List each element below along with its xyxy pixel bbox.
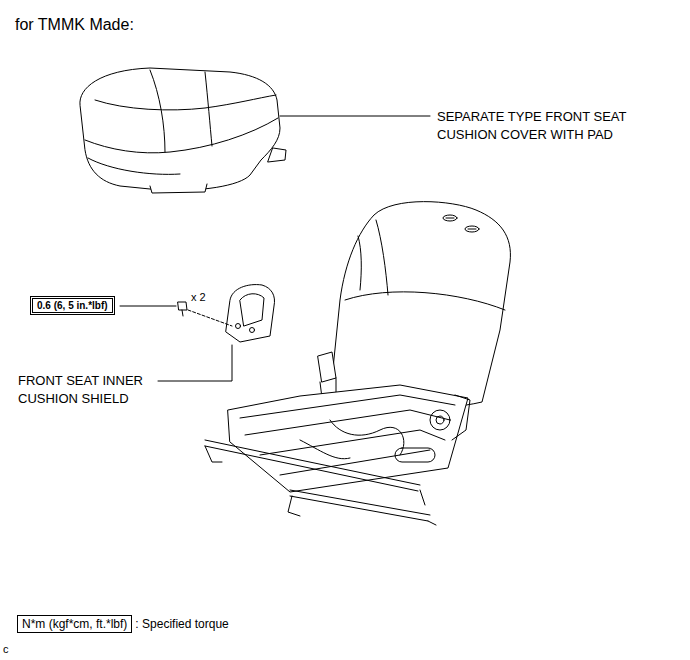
seat-back [330,202,510,409]
legend-box: N*m (kgf*cm, ft.*lbf) [17,615,132,633]
seat-rail [205,440,436,525]
part-name: FRONT SEAT INNER CUSHION SHIELD [18,372,188,407]
leader-line [158,345,232,381]
quantity: x 2 [191,290,206,305]
screw [178,302,187,316]
figure-code: c [3,642,9,657]
buckle [318,352,336,398]
legend-text: : Specified torque [135,616,228,632]
box-text: 0.6 (6, 5 in.*lbf) [37,300,108,311]
leader-line [280,116,430,117]
leader-line [120,306,176,307]
part-name: SEPARATE TYPE FRONT SEAT CUSHION COVER W… [437,108,657,143]
figure-note: for TMMK Made: [15,14,134,36]
box-text: N*m (kgf*cm, ft.*lbf) [22,617,127,631]
torque-spec-box: 0.6 (6, 5 in.*lbf) [30,296,115,315]
inner-cushion-shield [226,285,275,342]
cushion-pad [80,68,286,193]
leader-line [188,310,232,326]
